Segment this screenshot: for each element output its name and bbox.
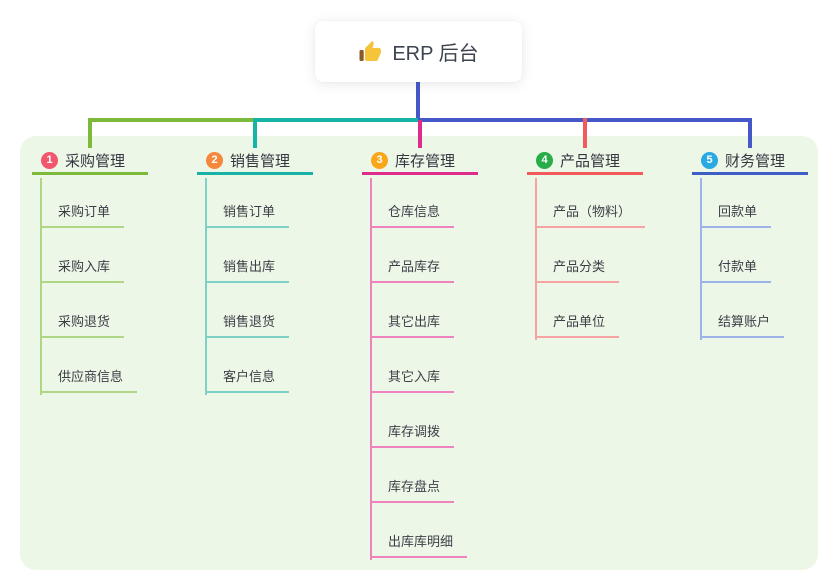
node-stock-taking[interactable]: 库存盘点 <box>370 469 455 503</box>
branch-number-badge: 5 <box>701 151 718 169</box>
branch-title: 库存管理 <box>395 152 456 170</box>
node-other-inbound[interactable]: 其它入库 <box>370 359 455 393</box>
node-product-unit[interactable]: 产品单位 <box>535 304 620 338</box>
branch-header-sales[interactable]: 2 销售管理 <box>197 148 313 175</box>
node-settlement-account[interactable]: 结算账户 <box>700 304 785 338</box>
mindmap-canvas-panel <box>20 136 818 570</box>
node-purchase-order[interactable]: 采购订单 <box>40 194 125 228</box>
node-sales-order[interactable]: 销售订单 <box>205 194 290 228</box>
branch-header-finance[interactable]: 5 财务管理 <box>692 148 808 175</box>
branch-number-badge: 2 <box>206 151 223 169</box>
node-product-material[interactable]: 产品（物料） <box>535 194 646 228</box>
branch-header-purchase[interactable]: 1 采购管理 <box>32 148 148 175</box>
node-purchase-inbound[interactable]: 采购入库 <box>40 249 125 283</box>
branch-sales: 2 销售管理 销售订单 销售出库 销售退货 客户信息 <box>197 148 313 395</box>
branch-title: 销售管理 <box>230 152 291 170</box>
root-node-label: ERP 后台 <box>392 43 479 65</box>
branch-header-inventory[interactable]: 3 库存管理 <box>362 148 478 175</box>
branch-trunk-line <box>205 178 207 395</box>
node-sales-outbound[interactable]: 销售出库 <box>205 249 290 283</box>
branch-title: 采购管理 <box>65 152 126 170</box>
connector-drop-inventory <box>418 120 422 148</box>
branch-trunk-line <box>370 178 372 560</box>
connector-drop-sales <box>253 118 257 148</box>
node-purchase-return[interactable]: 采购退货 <box>40 304 125 338</box>
node-sales-return[interactable]: 销售退货 <box>205 304 290 338</box>
branch-number-badge: 1 <box>41 151 58 169</box>
node-warehouse-info[interactable]: 仓库信息 <box>370 194 455 228</box>
root-node-erp[interactable]: ERP 后台 <box>315 21 522 82</box>
node-other-outbound[interactable]: 其它出库 <box>370 304 455 338</box>
connector-segment-green <box>88 118 257 122</box>
branch-finance: 5 财务管理 回款单 付款单 结算账户 <box>692 148 808 340</box>
connector-drop-finance <box>748 118 752 148</box>
node-payment-bill[interactable]: 付款单 <box>700 249 772 283</box>
branch-title: 产品管理 <box>560 152 621 170</box>
node-supplier-info[interactable]: 供应商信息 <box>40 359 138 393</box>
connector-root-drop <box>416 80 420 122</box>
branch-purchase: 1 采购管理 采购订单 采购入库 采购退货 供应商信息 <box>32 148 148 395</box>
connector-drop-purchase <box>88 118 92 148</box>
node-receipt-bill[interactable]: 回款单 <box>700 194 772 228</box>
branch-trunk-line <box>40 178 42 395</box>
node-product-stock[interactable]: 产品库存 <box>370 249 455 283</box>
branch-trunk-line <box>535 178 537 340</box>
node-product-category[interactable]: 产品分类 <box>535 249 620 283</box>
node-stock-transfer[interactable]: 库存调拨 <box>370 414 455 448</box>
connector-segment-teal <box>253 118 418 122</box>
branch-trunk-line <box>700 178 702 340</box>
branch-inventory: 3 库存管理 仓库信息 产品库存 其它出库 其它入库 库存调拨 库存盘点 出库库… <box>362 148 478 560</box>
branch-title: 财务管理 <box>725 152 786 170</box>
connector-drop-product <box>583 118 587 148</box>
branch-number-badge: 3 <box>371 151 388 169</box>
branch-number-badge: 4 <box>536 151 553 169</box>
branch-header-product[interactable]: 4 产品管理 <box>527 148 643 175</box>
branch-product: 4 产品管理 产品（物料） 产品分类 产品单位 <box>527 148 646 340</box>
thumbs-up-icon <box>358 40 382 64</box>
node-customer-info[interactable]: 客户信息 <box>205 359 290 393</box>
node-outbound-detail[interactable]: 出库库明细 <box>370 524 468 558</box>
